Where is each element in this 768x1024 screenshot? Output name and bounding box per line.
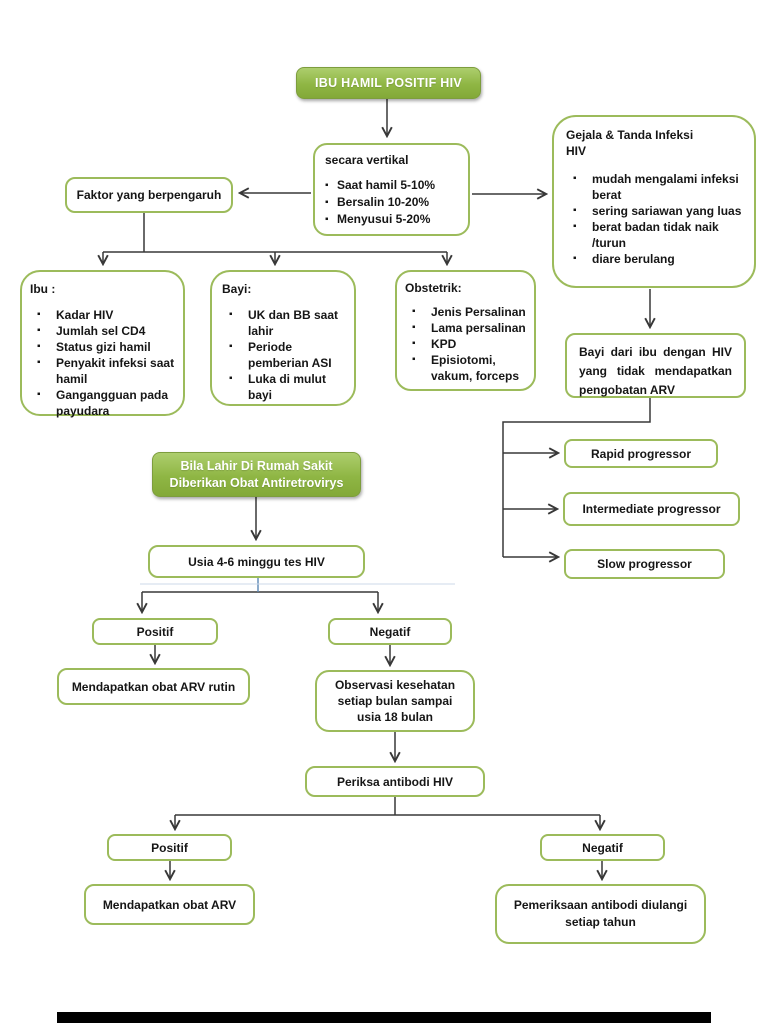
list-item: Status gizi hamil bbox=[30, 339, 175, 355]
list-item: Jumlah sel CD4 bbox=[30, 323, 175, 339]
node-antibody-negative-action: Pemeriksaan antibodi diulangi setiap tah… bbox=[495, 884, 706, 944]
hospital-birth-line2: Diberikan Obat Antiretrovirys bbox=[169, 475, 344, 490]
node-mother-factors: Ibu : Kadar HIV Jumlah sel CD4 Status gi… bbox=[20, 270, 185, 419]
hospital-birth-line1: Bila Lahir Di Rumah Sakit bbox=[180, 458, 333, 473]
vertical-transmission-list: Saat hamil 5-10% Bersalin 10-20% Menyusu… bbox=[325, 177, 458, 228]
list-item: Episiotomi, vakum, forceps bbox=[405, 352, 526, 384]
node-negative-action: Observasi kesehatan setiap bulan sampai … bbox=[315, 670, 475, 732]
node-root: IBU HAMIL POSITIF HIV bbox=[296, 67, 481, 99]
node-vertical-transmission: secara vertikal Saat hamil 5-10% Bersali… bbox=[313, 143, 470, 236]
node-baby-factors: Bayi: UK dan BB saat lahir Periode pembe… bbox=[210, 270, 356, 406]
node-hospital-birth: Bila Lahir Di Rumah Sakit Diberikan Obat… bbox=[152, 452, 361, 497]
list-item: Periode pemberian ASI bbox=[222, 339, 344, 371]
baby-factors-list: UK dan BB saat lahir Periode pemberian A… bbox=[222, 307, 344, 403]
symptoms-title: Gejala & Tanda Infeksi HIV bbox=[566, 128, 694, 158]
connector-antibody-split bbox=[175, 797, 600, 816]
node-antibody-positive: Positif bbox=[107, 834, 232, 861]
node-intermediate-progressor: Intermediate progressor bbox=[563, 492, 740, 526]
list-item: Saat hamil 5-10% bbox=[325, 177, 458, 194]
node-slow-progressor: Slow progressor bbox=[564, 549, 725, 579]
node-test-negative: Negatif bbox=[328, 618, 452, 645]
list-item: Bersalin 10-20% bbox=[325, 194, 458, 211]
mother-factors-title: Ibu : bbox=[30, 282, 56, 296]
list-item: Menyusui 5-20% bbox=[325, 211, 458, 228]
node-positive-action: Mendapatkan obat ARV rutin bbox=[57, 668, 250, 705]
list-item: Gangangguan pada payudara bbox=[30, 387, 175, 419]
list-item: Lama persalinan bbox=[405, 320, 526, 336]
list-item: KPD bbox=[405, 336, 526, 352]
list-item: mudah mengalami infeksi berat bbox=[566, 171, 742, 203]
list-item: Kadar HIV bbox=[30, 307, 175, 323]
node-antibody-positive-action: Mendapatkan obat ARV bbox=[84, 884, 255, 925]
node-test-positive: Positif bbox=[92, 618, 218, 645]
list-item: Jenis Persalinan bbox=[405, 304, 526, 320]
node-symptoms: Gejala & Tanda Infeksi HIV mudah mengala… bbox=[552, 115, 756, 288]
symptoms-list: mudah mengalami infeksi berat sering sar… bbox=[566, 171, 742, 267]
list-item: sering sariawan yang luas bbox=[566, 203, 742, 219]
bottom-bar bbox=[57, 1012, 711, 1023]
obstetric-factors-title: Obstetrik: bbox=[405, 281, 462, 295]
obstetric-factors-list: Jenis Persalinan Lama persalinan KPD Epi… bbox=[405, 304, 526, 384]
list-item: UK dan BB saat lahir bbox=[222, 307, 344, 339]
vertical-transmission-title: secara vertikal bbox=[325, 153, 409, 167]
list-item: Penyakit infeksi saat hamil bbox=[30, 355, 175, 387]
connector-untreated-split bbox=[502, 398, 651, 557]
baby-factors-title: Bayi: bbox=[222, 282, 252, 296]
node-untreated-baby: Bayi dari ibu dengan HIV yang tidak mend… bbox=[565, 333, 746, 398]
node-influencing-factors: Faktor yang berpengaruh bbox=[65, 177, 233, 213]
mother-factors-list: Kadar HIV Jumlah sel CD4 Status gizi ham… bbox=[30, 307, 175, 419]
node-antibody-check: Periksa antibodi HIV bbox=[305, 766, 485, 797]
list-item: Luka di mulut bayi bbox=[222, 371, 344, 403]
node-obstetric-factors: Obstetrik: Jenis Persalinan Lama persali… bbox=[395, 270, 536, 391]
node-hiv-test: Usia 4-6 minggu tes HIV bbox=[148, 545, 365, 578]
node-rapid-progressor: Rapid progressor bbox=[564, 439, 718, 468]
list-item: berat badan tidak naik /turun bbox=[566, 219, 742, 251]
list-item: diare berulang bbox=[566, 251, 742, 267]
node-antibody-negative: Negatif bbox=[540, 834, 665, 861]
